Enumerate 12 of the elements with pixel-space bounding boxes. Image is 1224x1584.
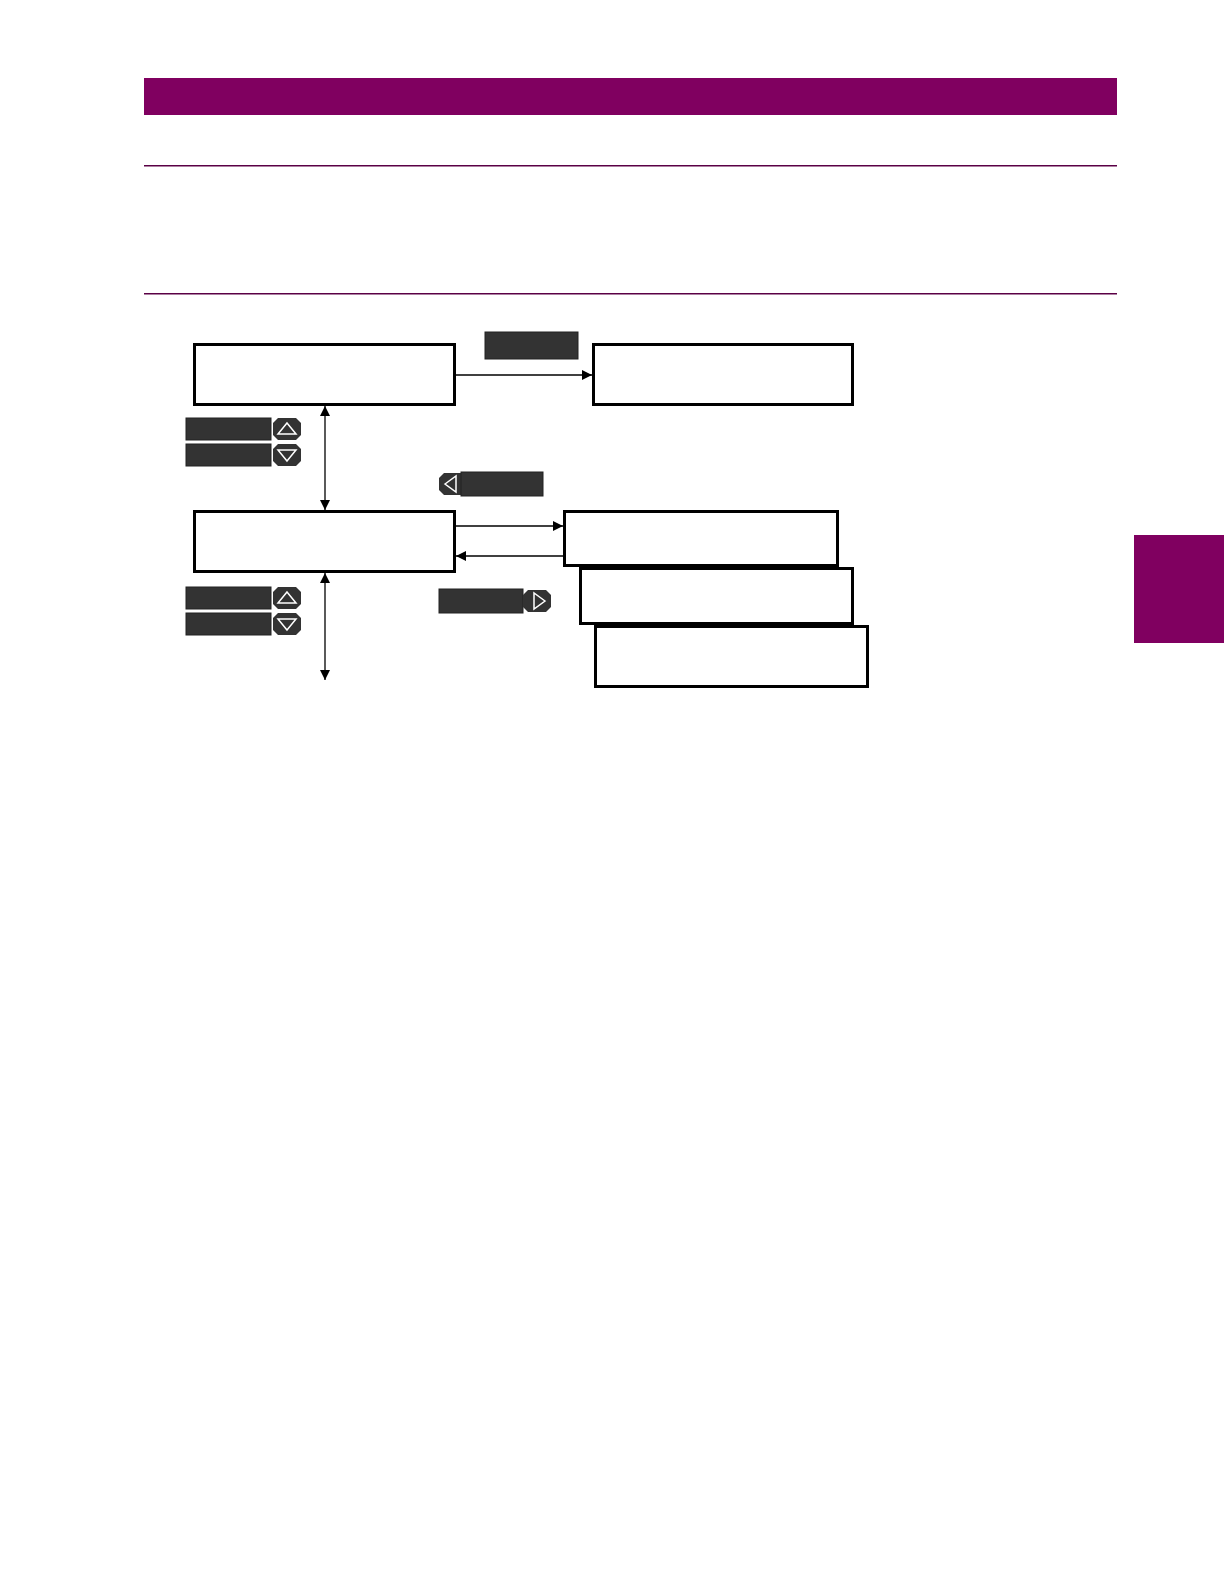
arrow bbox=[455, 370, 593, 380]
display-box bbox=[594, 625, 869, 688]
arrow bbox=[455, 521, 564, 531]
arrow bbox=[320, 405, 330, 511]
display-box bbox=[193, 343, 456, 406]
display-box bbox=[563, 510, 839, 567]
display-box bbox=[579, 567, 854, 625]
arrow bbox=[320, 572, 330, 681]
display-box bbox=[592, 343, 854, 406]
display-box bbox=[193, 510, 456, 573]
section-tab bbox=[1134, 535, 1224, 643]
arrow bbox=[455, 551, 564, 561]
